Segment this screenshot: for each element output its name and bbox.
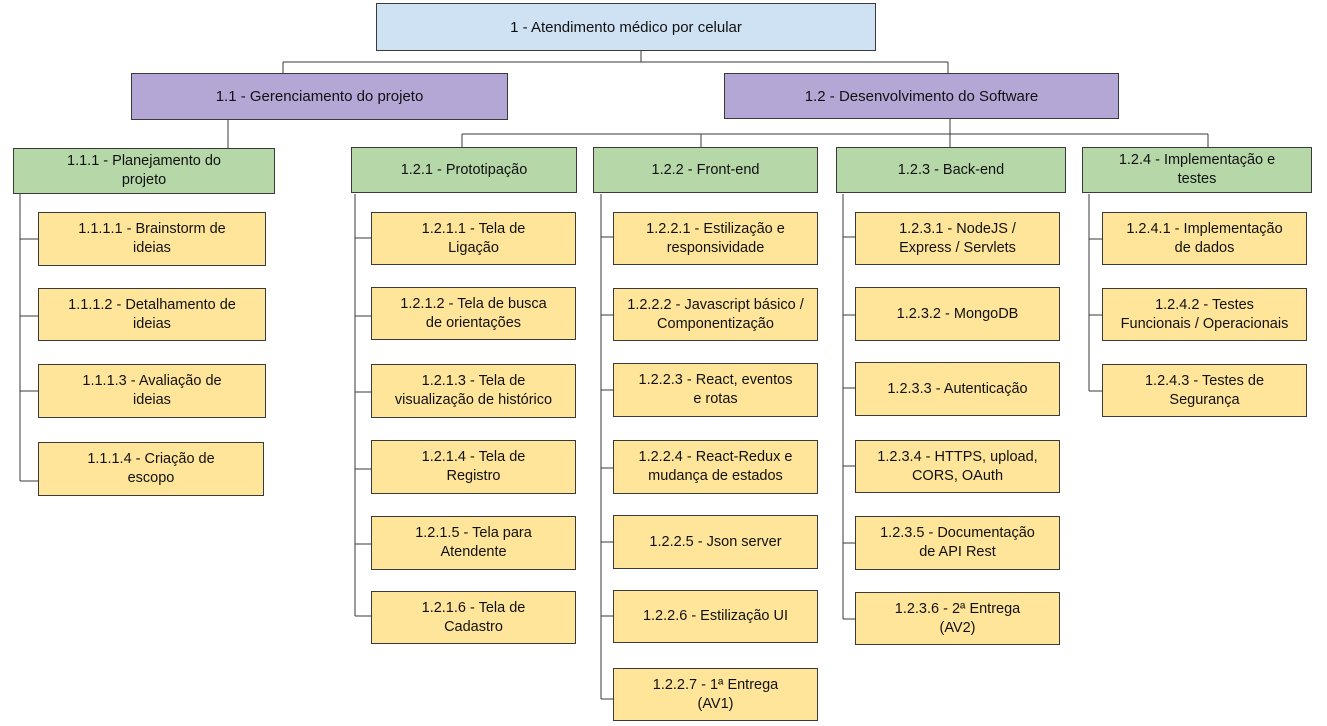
node-1-2-1-1: 1.2.1.1 - Tela de Ligação [371,212,576,265]
node-1-2-2-7: 1.2.2.7 - 1ª Entrega (AV1) [613,668,818,721]
node-1-1-1: 1.1.1 - Planejamento do projeto [13,148,275,194]
connector-root [282,50,949,73]
node-1-2-2-6: 1.2.2.6 - Estilização UI [613,590,818,643]
node-1-2-2-3: 1.2.2.3 - React, eventos e rotas [613,363,818,417]
connector-1-1-1 [19,194,38,482]
node-1-1-1-2: 1.1.1.2 - Detalhamento de ideias [38,288,266,341]
node-1-2-3-1: 1.2.3.1 - NodeJS / Express / Servlets [855,212,1060,265]
node-1: 1 - Atendimento médico por celular [376,3,876,51]
node-1-2-3-4: 1.2.3.4 - HTTPS, upload, CORS, OAuth [855,440,1060,493]
node-1-2-4-1: 1.2.4.1 - Implementação de dados [1102,212,1307,265]
node-1-2-3: 1.2.3 - Back-end [836,147,1066,193]
node-1-2-1-4: 1.2.1.4 - Tela de Registro [371,440,576,494]
node-1-2-2-1: 1.2.2.1 - Estilização e responsividade [613,212,818,265]
node-1-1-1-1: 1.1.1.1 - Brainstorm de ideias [38,212,266,266]
node-1-2-2: 1.2.2 - Front-end [593,147,818,193]
node-1-1: 1.1 - Gerenciamento do projeto [131,73,508,120]
node-1-2: 1.2 - Desenvolvimento do Software [724,73,1119,119]
node-1-2-4-3: 1.2.4.3 - Testes de Segurança [1102,364,1307,417]
node-1-2-2-5: 1.2.2.5 - Json server [613,515,818,569]
node-1-1-1-4: 1.1.1.4 - Criação de escopo [38,442,264,496]
node-1-2-1-2: 1.2.1.2 - Tela de busca de orientações [371,287,576,340]
node-1-2-3-6: 1.2.3.6 - 2ª Entrega (AV2) [855,592,1060,645]
node-1-2-2-4: 1.2.2.4 - React-Redux e mudança de estad… [613,440,818,494]
connector-1-2-3 [842,194,855,620]
node-1-2-1-6: 1.2.1.6 - Tela de Cadastro [371,591,576,644]
connector-1-2-4 [1088,194,1102,392]
node-1-2-1-5: 1.2.1.5 - Tela para Atendente [371,516,576,570]
connector-1-2-2 [600,194,613,700]
node-1-2-4: 1.2.4 - Implementação e testes [1082,147,1312,193]
node-1-2-1: 1.2.1 - Prototipação [351,147,577,193]
node-1-1-1-3: 1.1.1.3 - Avaliação de ideias [38,364,266,418]
connector-1-2-1 [354,194,371,617]
node-1-2-3-5: 1.2.3.5 - Documentação de API Rest [855,516,1060,570]
node-1-2-3-2: 1.2.3.2 - MongoDB [855,287,1060,341]
connector-1-2 [461,118,1209,147]
node-1-2-1-3: 1.2.1.3 - Tela de visualização de histór… [371,364,576,418]
node-1-2-4-2: 1.2.4.2 - Testes Funcionais / Operaciona… [1102,288,1307,341]
node-1-2-2-2: 1.2.2.2 - Javascript básico / Componenti… [613,288,818,341]
node-1-2-3-3: 1.2.3.3 - Autenticação [855,362,1060,416]
